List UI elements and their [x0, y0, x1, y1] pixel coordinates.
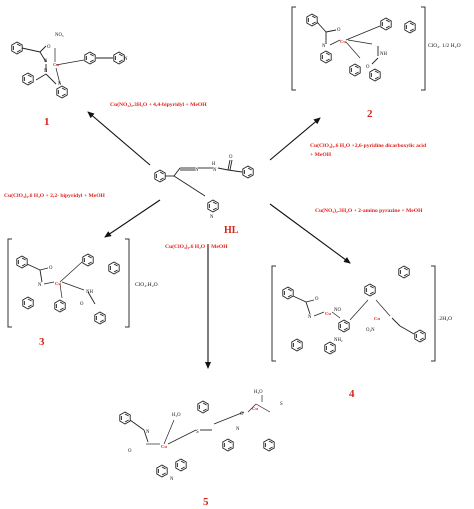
arrow-to-4	[269, 203, 351, 264]
reagent-labels: Cu(NO₃)₂.3H₂O + 4,4-bipyridyl + MeOH Cu(…	[4, 101, 427, 250]
c3-nh: NH	[86, 290, 93, 295]
c5-water-1: H₂O	[172, 413, 181, 418]
c4-counter-ion: .2H₂O	[438, 316, 452, 322]
ligand-ring-n: N	[210, 215, 214, 220]
c3-cu: Cu	[55, 281, 61, 286]
ligand-hl: N N H O N HL	[154, 155, 254, 236]
c5-n-1: N	[146, 430, 150, 435]
c5-o-1: O	[128, 449, 132, 454]
complex-3: O N Cu NH O ClO₄.H₂O 3	[7, 238, 158, 348]
c4-cu-2: Cu	[374, 316, 380, 321]
c5-ring-n: N	[170, 477, 174, 482]
c1-cu: Cu	[53, 62, 59, 67]
complex-1: O NO₃ N N Cu N N 1	[11, 33, 128, 128]
reagents-1: Cu(NO₃)₂.3H₂O + 4,4-bipyridyl + MeOH	[110, 101, 207, 108]
c4-o: O	[315, 297, 319, 302]
c3-o2: O	[80, 302, 84, 307]
complex-5-label: 5	[203, 496, 209, 508]
reagents-3: Cu(ClO₄)₂.6 H₂O + 2,2- bipyridyl + MeOH	[4, 192, 106, 199]
c5-n-2: N	[236, 427, 240, 432]
complex-2-label: 2	[367, 108, 373, 120]
c1-o: O	[47, 45, 51, 50]
c5-cu-1: Cu	[161, 444, 167, 449]
c2-o2: O	[366, 65, 370, 70]
c5-water-2: H₂O	[254, 390, 263, 395]
c2-bracket-left	[291, 6, 296, 91]
reagents-4: Cu(NO₃)₂.3H₂O + 2-amino pyrazine + MeOH	[315, 207, 423, 214]
c2-bracket-right	[421, 6, 426, 91]
complex-4: O Cu NO N NH₂ Cu O₂N .2H₂O 4	[271, 265, 452, 400]
c2-cu: Cu	[340, 39, 346, 44]
c5-cu-2: Cu	[252, 406, 258, 411]
c1-n1: N	[44, 59, 48, 64]
c3-o: O	[49, 266, 53, 271]
ligand-carbonyl-o: O	[229, 155, 233, 160]
complex-1-label: 1	[44, 116, 50, 128]
c5-s-2: S	[280, 402, 283, 407]
ligand-nh-h: H	[212, 162, 216, 167]
c4-bracket-left	[271, 265, 276, 362]
reagents-2: Cu(ClO₄)₂.6 H₂O +2,6-pyridine dicarboxyl…	[310, 142, 427, 149]
ligand-n-amide: N	[213, 168, 217, 173]
c4-bracket-right	[431, 265, 436, 362]
complex-3-label: 3	[39, 336, 45, 348]
arrow-to-1	[87, 111, 151, 166]
c3-bracket-right	[125, 238, 130, 328]
c4-n: N	[308, 315, 312, 320]
c4-no: NO	[334, 308, 341, 313]
c3-bracket-left	[7, 238, 12, 328]
ligand-n-imine: N	[195, 168, 199, 173]
complex-5: H₂O H₂O O N Cu S O Cu S N N 5	[119, 390, 283, 508]
c2-o: O	[337, 28, 341, 33]
c4-cu-1: Cu	[325, 311, 331, 316]
c4-nh2: NH₂	[334, 338, 343, 343]
c3-counter-ion: ClO₄.H₂O	[135, 282, 158, 288]
reagents-2-line2: + MeOH	[310, 152, 332, 158]
c5-s-1: S	[196, 430, 199, 435]
c2-counter-ion: ClO₄. 1/2 H₂O	[428, 43, 461, 49]
c1-pyr-n: N	[124, 57, 128, 62]
c3-n: N	[38, 283, 42, 288]
c2-n: N	[322, 44, 326, 49]
c1-n3: N	[58, 82, 62, 87]
arrow-to-2	[269, 117, 321, 161]
arrow-to-3	[104, 199, 161, 238]
c1-n2: N	[44, 69, 48, 74]
complex-2: O N Cu NH O ClO₄. 1/2 H₂O 2	[291, 6, 461, 120]
c4-no2: O₂N	[366, 328, 375, 333]
c1-nitrate: NO₃	[55, 33, 64, 38]
ligand-label: HL	[224, 225, 239, 236]
complex-4-label: 4	[349, 388, 355, 400]
c5-o-2: O	[240, 412, 244, 417]
reaction-arrows	[87, 111, 351, 369]
c2-nh: NH	[380, 52, 387, 57]
reagents-5: Cu(ClO₄)₂.6 H₂O + MeOH	[165, 243, 228, 250]
